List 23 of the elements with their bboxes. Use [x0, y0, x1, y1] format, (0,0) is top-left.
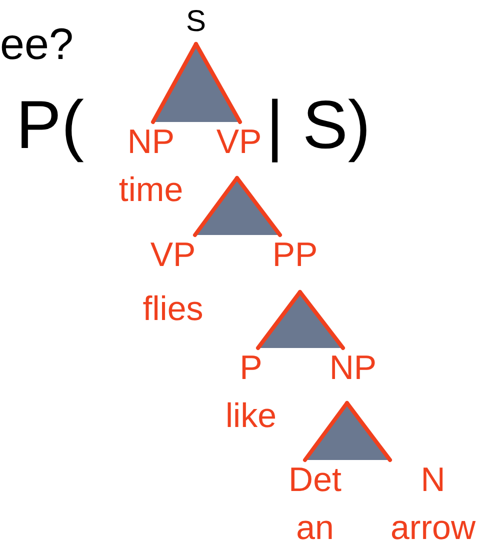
tree-branch-line [256, 290, 302, 350]
word-label: arrow [389, 508, 477, 548]
word-label: time [118, 170, 184, 210]
category-label: PP [264, 235, 326, 292]
formula-text: P( [16, 86, 84, 164]
category-label: Det [288, 460, 342, 500]
tree-branch-line [193, 176, 239, 237]
category-label: N [420, 460, 446, 500]
category-label: S [180, 2, 212, 44]
tree-branch-line [345, 401, 392, 462]
category-label: NP [320, 348, 386, 403]
tree-branch-line [303, 401, 349, 462]
word-label: an [295, 508, 335, 548]
word-label: like [224, 396, 278, 436]
tree-branch-line [151, 42, 198, 124]
tree-branch-line [235, 176, 282, 237]
word-label: flies [142, 289, 204, 329]
category-label: NP [126, 122, 176, 162]
category-label: P [238, 348, 264, 388]
category-label: VP [149, 235, 197, 275]
formula-text: ee? [0, 20, 74, 70]
tree-branch-line [194, 42, 242, 124]
tree-branch-line [298, 290, 345, 350]
